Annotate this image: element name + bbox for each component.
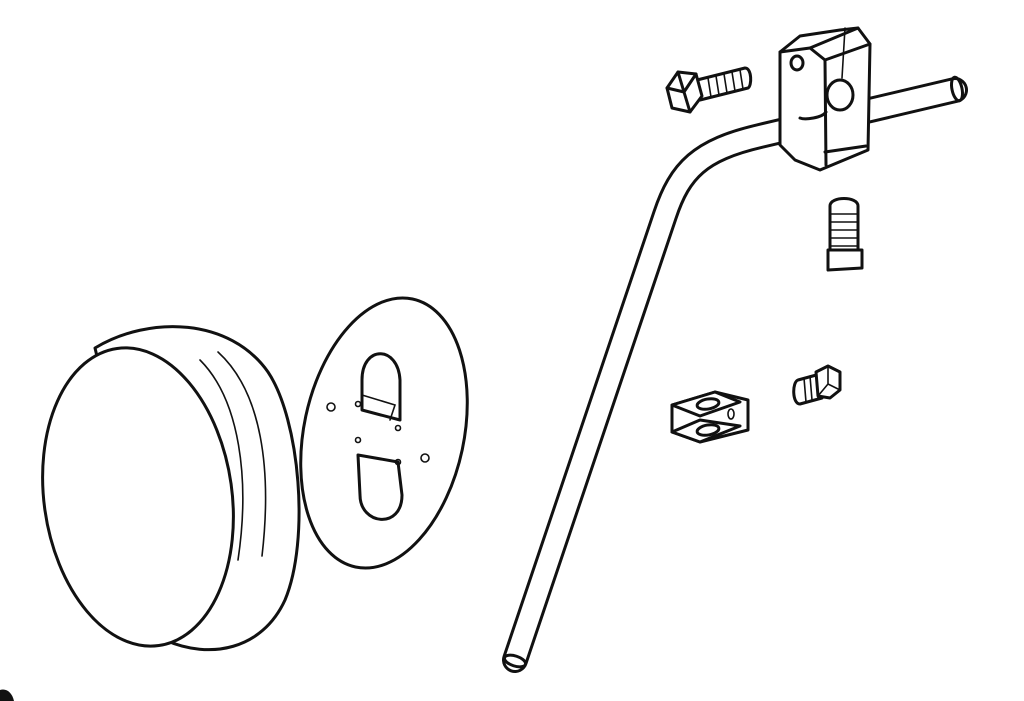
small-bolt <box>792 364 842 406</box>
hex-bolt <box>665 66 753 114</box>
end-cap <box>41 325 301 652</box>
corner-mark <box>0 689 14 701</box>
bent-rod <box>502 75 968 673</box>
mount-hole <box>420 453 430 463</box>
clamp-block <box>778 26 872 172</box>
mounting-plate <box>299 296 469 570</box>
mount-hole <box>326 402 336 412</box>
lower-slot <box>356 453 404 521</box>
set-screw <box>826 197 864 272</box>
u-clip <box>670 390 750 444</box>
upper-slot <box>360 352 402 422</box>
